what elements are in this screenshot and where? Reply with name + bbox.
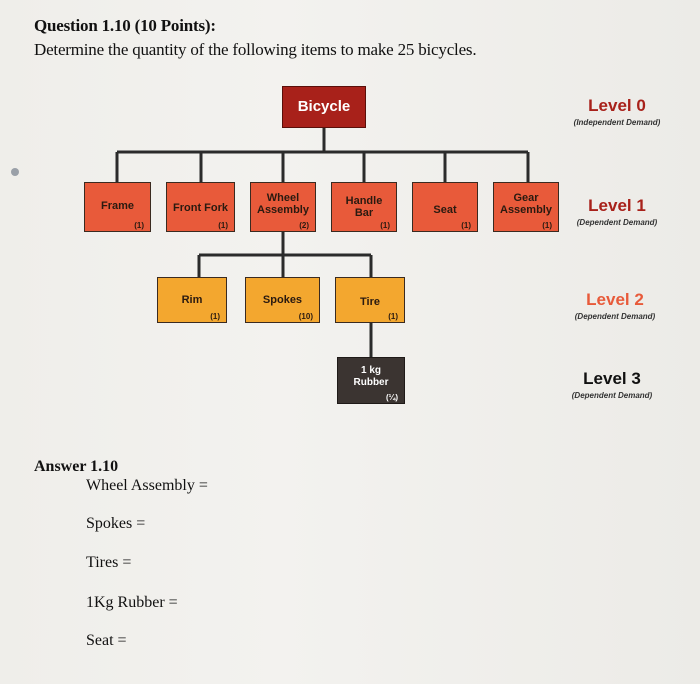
- answer-tires: Tires =: [86, 554, 132, 571]
- node-bicycle-label: Bicycle: [297, 98, 351, 115]
- level-3-label: Level 3 (Dependent Demand): [557, 369, 667, 400]
- node-tire: Tire (1): [335, 277, 405, 323]
- level-3-name: Level 3: [583, 369, 641, 388]
- node-spokes-label: Spokes: [262, 294, 303, 306]
- node-spokes-qty: (10): [298, 312, 313, 321]
- question-text: Determine the quantity of the following …: [34, 40, 477, 59]
- level-0-label: Level 0 (Independent Demand): [562, 96, 672, 127]
- answer-title: Answer 1.10: [34, 458, 119, 475]
- node-gear-assembly-label: Gear Assembly: [500, 192, 552, 216]
- node-rim-label: Rim: [181, 294, 203, 306]
- level-2-label: Level 2 (Dependent Demand): [560, 290, 670, 321]
- node-wheel-assembly: Wheel Assembly (2): [250, 182, 316, 232]
- node-front-fork: Front Fork (1): [166, 182, 235, 232]
- level-1-type: (Dependent Demand): [576, 218, 658, 227]
- question-title: Question 1.10 (10 Points):: [34, 16, 216, 35]
- node-gear-assembly-qty: (1): [542, 221, 552, 230]
- node-frame: Frame (1): [84, 182, 151, 232]
- node-rubber-qty: (¼): [386, 393, 398, 402]
- level-1-label: Level 1 (Dependent Demand): [562, 196, 672, 227]
- node-spokes: Spokes (10): [245, 277, 320, 323]
- node-seat-qty: (1): [461, 221, 471, 230]
- answer-wheel-assembly: Wheel Assembly =: [86, 477, 208, 494]
- node-frame-qty: (1): [134, 221, 144, 230]
- node-seat-label: Seat: [433, 204, 457, 216]
- node-front-fork-qty: (1): [218, 221, 228, 230]
- level-2-name: Level 2: [586, 290, 644, 309]
- node-rim-qty: (1): [210, 312, 220, 321]
- margin-dot: [11, 168, 19, 176]
- node-front-fork-label: Front Fork: [173, 202, 228, 214]
- level-0-type: (Independent Demand): [573, 118, 661, 127]
- node-handle-bar: Handle Bar (1): [331, 182, 397, 232]
- node-tire-qty: (1): [388, 312, 398, 321]
- answer-spokes: Spokes =: [86, 515, 146, 532]
- level-0-name: Level 0: [588, 96, 646, 115]
- node-rubber: 1 kg Rubber (¼): [337, 357, 405, 404]
- node-gear-assembly: Gear Assembly (1): [493, 182, 559, 232]
- level-2-type: (Dependent Demand): [574, 312, 656, 321]
- answer-seat: Seat =: [86, 632, 127, 649]
- node-wheel-assembly-label: Wheel Assembly: [257, 192, 309, 216]
- answer-rubber: 1Kg Rubber =: [86, 594, 178, 611]
- node-bicycle: Bicycle: [282, 86, 366, 128]
- node-seat: Seat (1): [412, 182, 478, 232]
- node-tire-label: Tire: [360, 296, 380, 308]
- node-handle-bar-qty: (1): [380, 221, 390, 230]
- node-frame-label: Frame: [100, 200, 135, 212]
- node-rim: Rim (1): [157, 277, 227, 323]
- node-handle-bar-label: Handle Bar: [345, 195, 383, 219]
- level-3-type: (Dependent Demand): [571, 391, 653, 400]
- node-rubber-label: 1 kg Rubber: [353, 365, 389, 388]
- node-wheel-assembly-qty: (2): [299, 221, 309, 230]
- level-1-name: Level 1: [588, 196, 646, 215]
